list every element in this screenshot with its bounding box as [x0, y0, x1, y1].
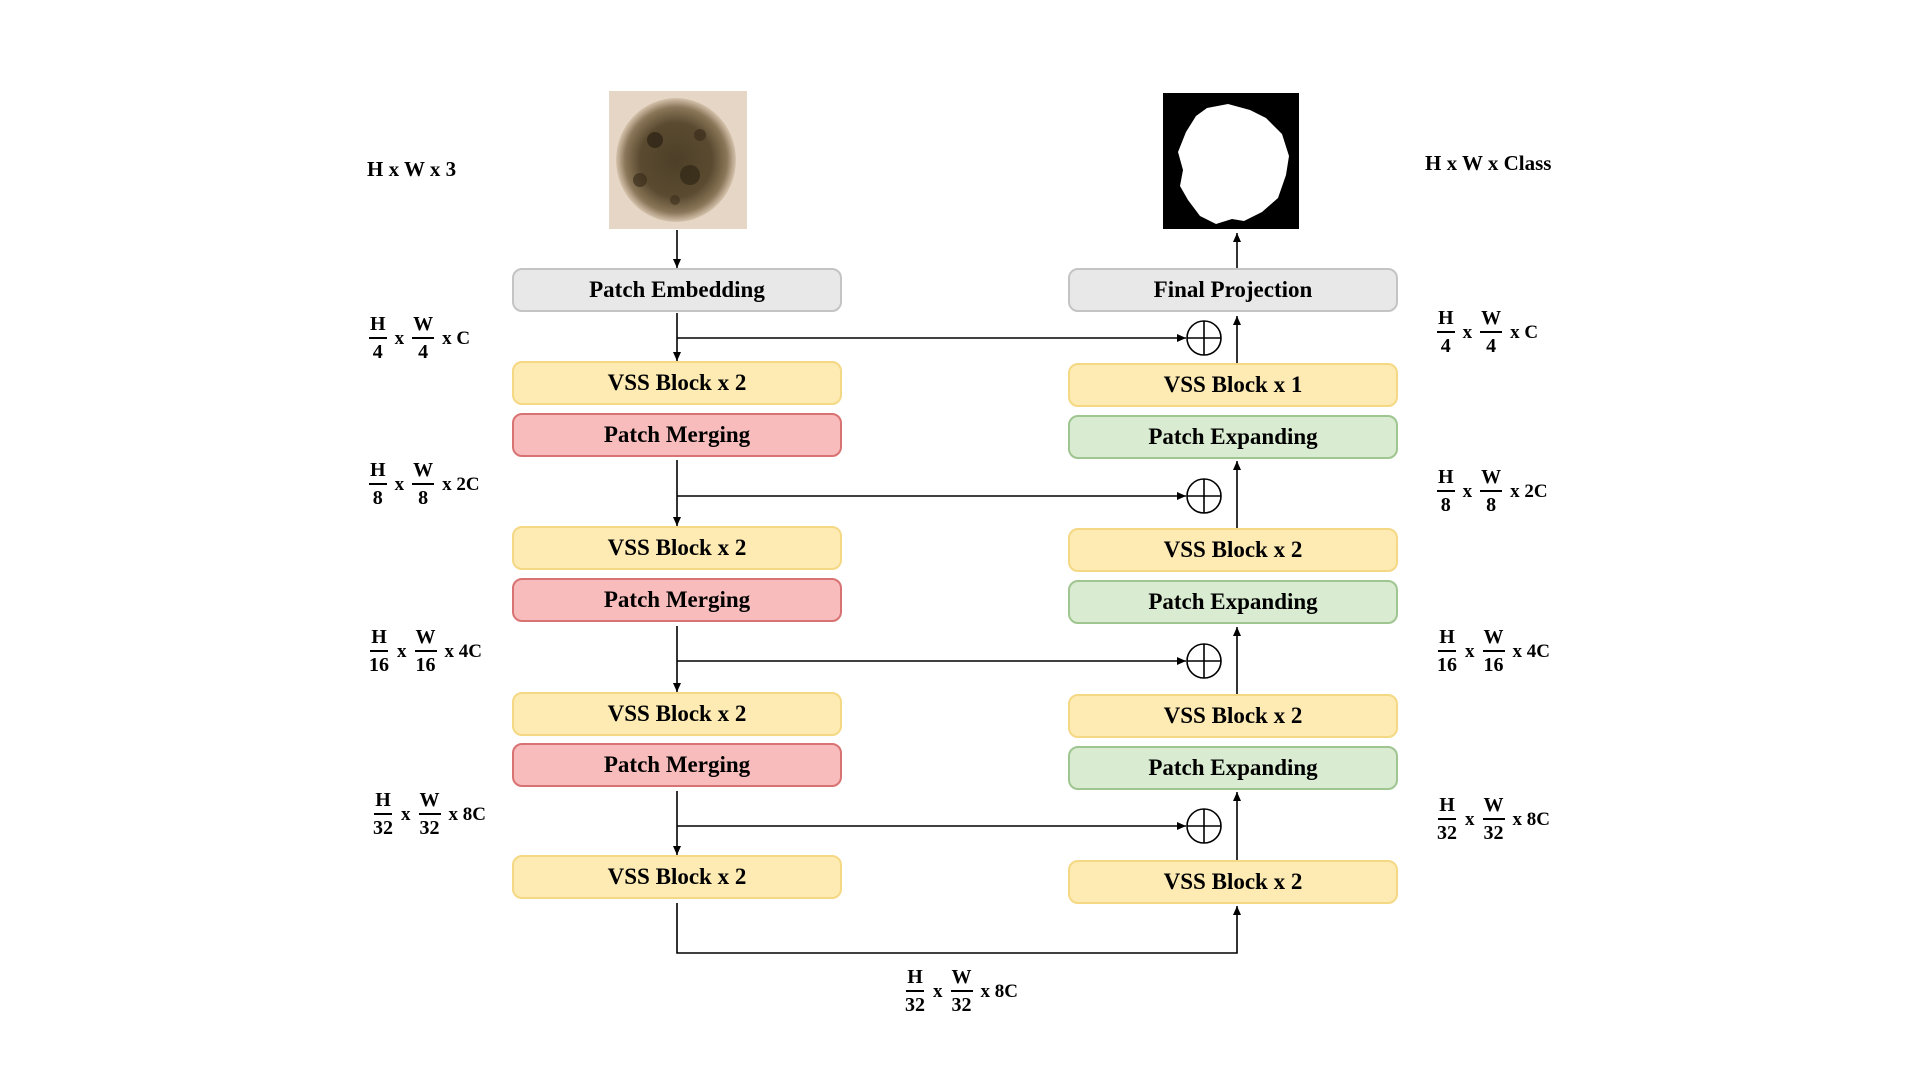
patch-expanding-block-1: Patch Expanding — [1068, 415, 1398, 459]
input-shape-label: H x W x 3 — [367, 157, 457, 181]
add-operators — [1186, 320, 1222, 844]
decoder-vss-block-2: VSS Block x 2 — [1068, 528, 1398, 572]
input-image — [609, 91, 747, 229]
patch-expanding-block-2: Patch Expanding — [1068, 580, 1398, 624]
decoder-vss-block-3: VSS Block x 2 — [1068, 694, 1398, 738]
decoder-vss-block-4: VSS Block x 2 — [1068, 860, 1398, 904]
patch-merging-block-2: Patch Merging — [512, 578, 842, 622]
final-projection-block: Final Projection — [1068, 268, 1398, 312]
add-icon — [1186, 808, 1222, 844]
patch-merging-block-3: Patch Merging — [512, 743, 842, 787]
add-icon — [1186, 320, 1222, 356]
patch-merging-block-1: Patch Merging — [512, 413, 842, 457]
add-icon — [1186, 478, 1222, 514]
patch-expanding-block-3: Patch Expanding — [1068, 746, 1398, 790]
output-shape-label: H x W x Class — [1425, 151, 1552, 175]
output-mask-image — [1163, 93, 1299, 229]
skip-connections — [677, 334, 1186, 830]
encoder-vss-block-3: VSS Block x 2 — [512, 692, 842, 736]
encoder-vss-block-4: VSS Block x 2 — [512, 855, 842, 899]
encoder-vss-block-1: VSS Block x 2 — [512, 361, 842, 405]
patch-embedding-block: Patch Embedding — [512, 268, 842, 312]
add-icon — [1186, 643, 1222, 679]
decoder-vss-block-1: VSS Block x 1 — [1068, 363, 1398, 407]
bottleneck-connection — [676, 903, 1241, 954]
encoder-vss-block-2: VSS Block x 2 — [512, 526, 842, 570]
